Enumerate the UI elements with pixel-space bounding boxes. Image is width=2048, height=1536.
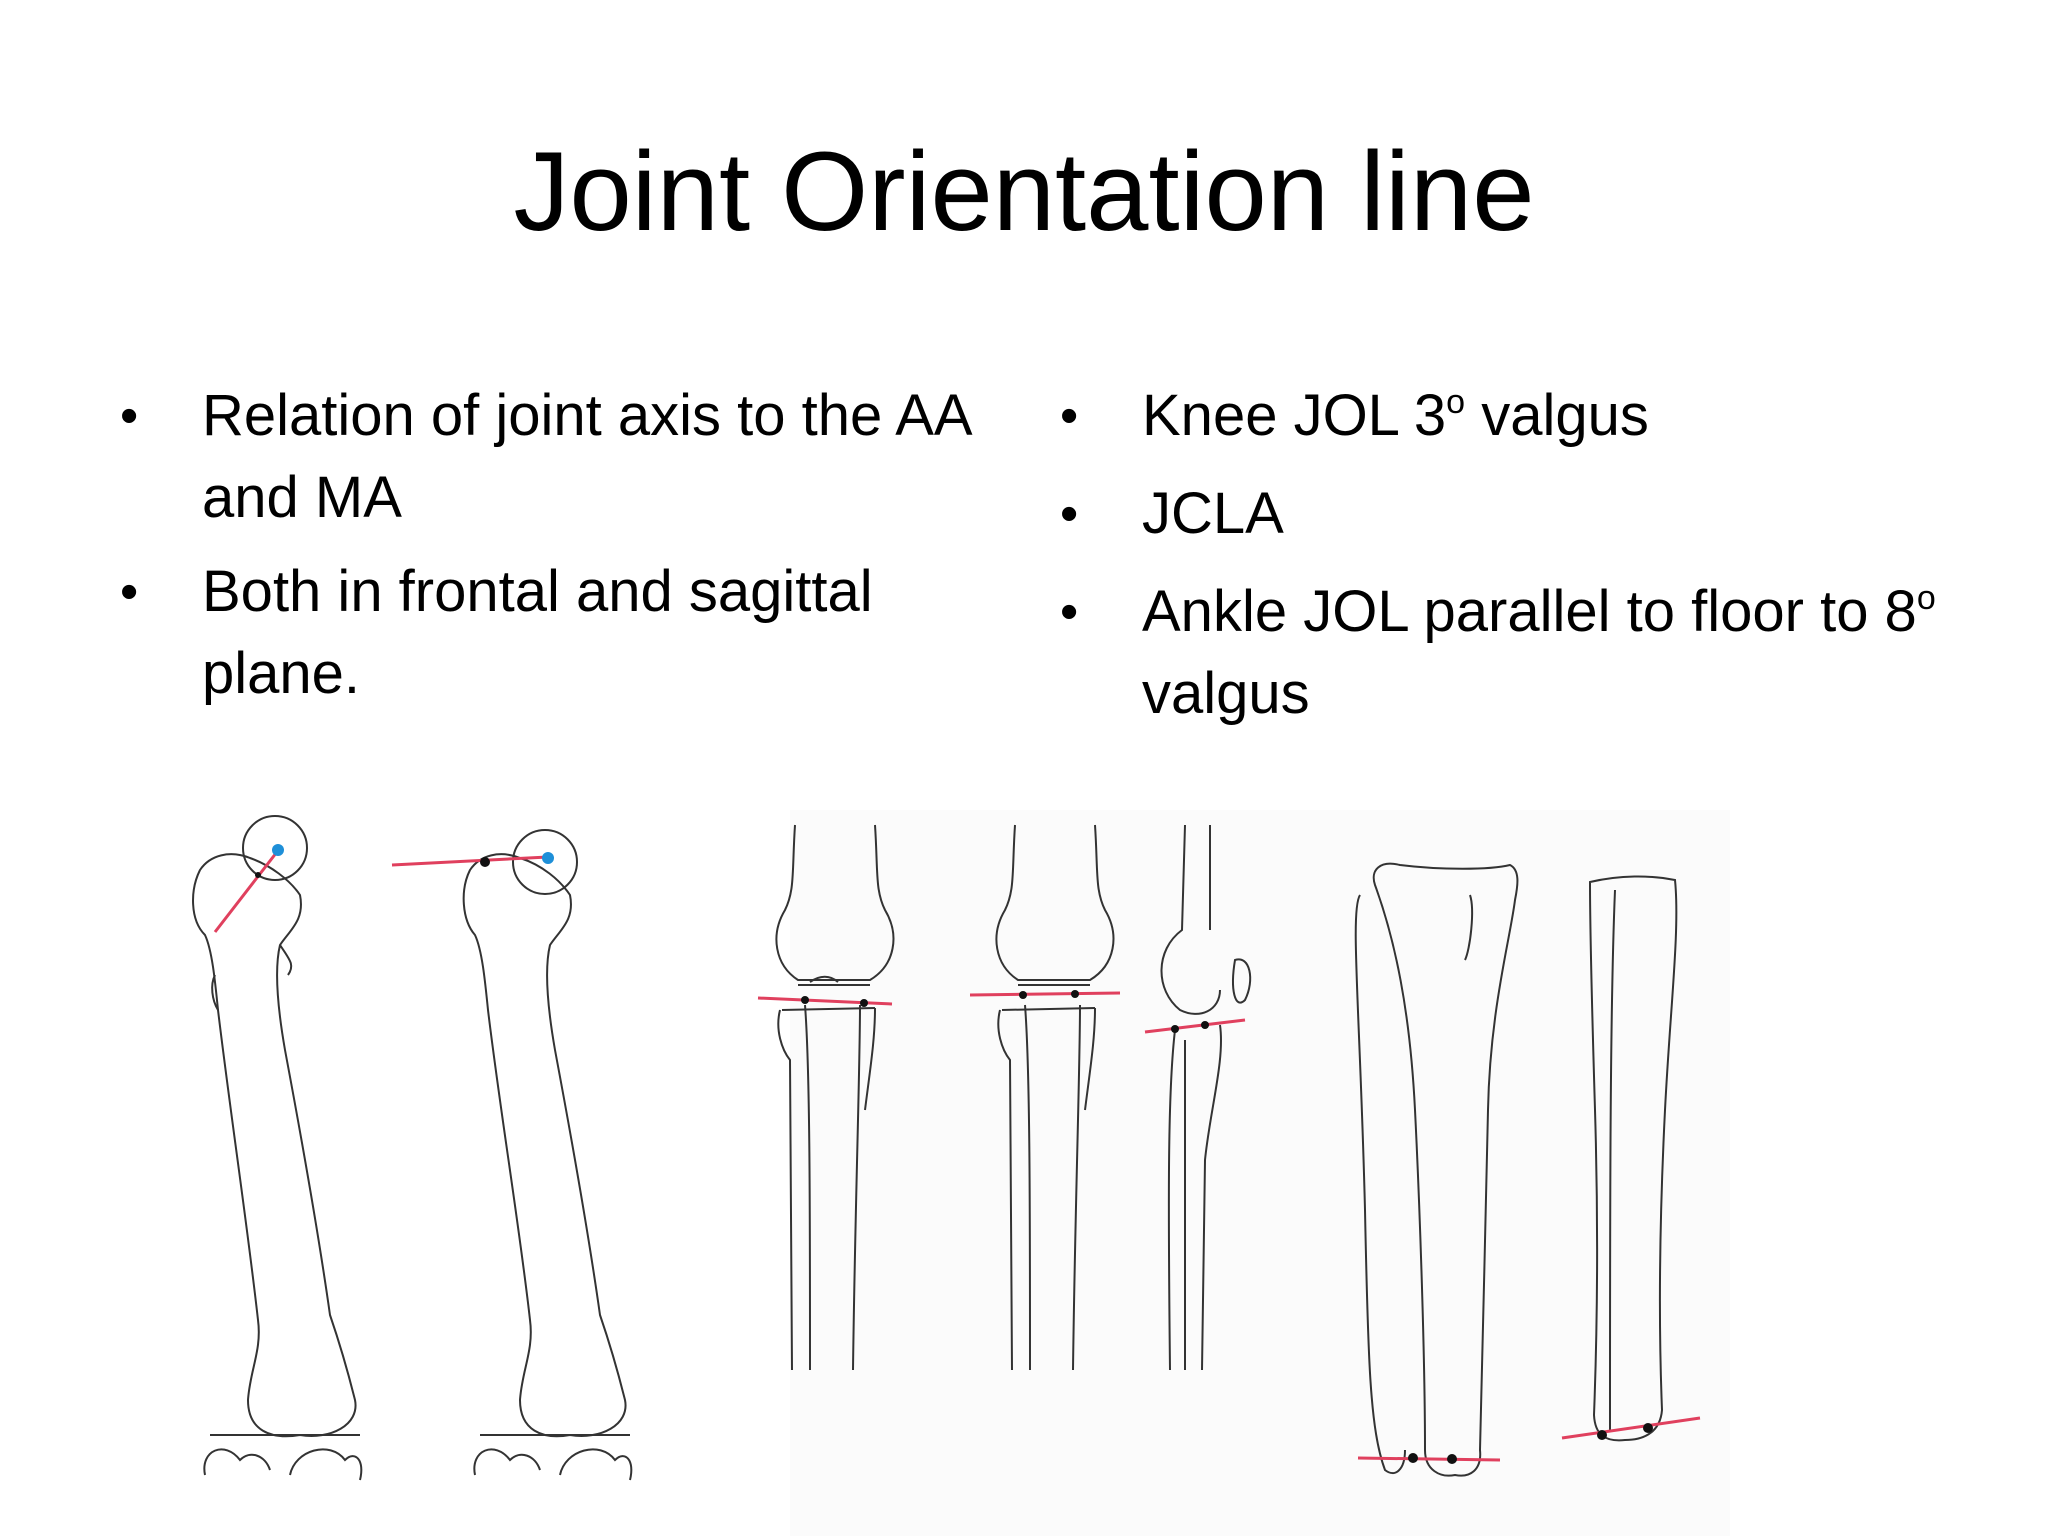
knee-dot	[801, 996, 809, 1004]
diagram-background	[790, 810, 1730, 1536]
bullet-text: valgus	[1142, 661, 1310, 726]
knee-ap	[775, 824, 895, 1371]
femoral-head-center-dot-2	[542, 852, 554, 864]
ankle-dot	[1447, 1454, 1457, 1464]
slide-title: Joint Orientation line	[513, 129, 1535, 254]
ankle-dot	[1597, 1430, 1607, 1440]
ankle-dot	[1643, 1423, 1653, 1433]
knee-jol-line-2	[969, 991, 1121, 997]
femoral-head-center-dot	[272, 844, 284, 856]
bullet-item: Knee JOL 3o valgus	[1060, 375, 2000, 457]
knee-lateral	[1160, 824, 1252, 1371]
bullet-text: Relation of joint axis to the AA and MA	[202, 383, 970, 530]
knee-dot	[1019, 991, 1027, 999]
bullet-text: valgus	[1465, 383, 1649, 448]
bullet-text: Knee JOL 3	[1142, 383, 1447, 448]
bullet-item: Ankle JOL parallel to floor to 8o valgus	[1060, 571, 2000, 735]
hip-jol-line-2	[391, 855, 549, 867]
bullet-text: Both in frontal and sagittal plane.	[202, 559, 873, 706]
femur-ap	[192, 815, 363, 1481]
bullet-item: JCLA	[1060, 473, 2000, 555]
knee-ap-2	[995, 824, 1115, 1371]
bone-diagram	[192, 810, 1730, 1536]
knee-jol-line	[757, 996, 893, 1006]
trochanter-dot-2	[480, 857, 490, 867]
ankle-jol-line	[1357, 1456, 1501, 1462]
bullet-item: Both in frontal and sagittal plane.	[120, 551, 980, 715]
knee-dot	[1071, 990, 1079, 998]
left-bullet-list: Relation of joint axis to the AA and MA …	[120, 375, 980, 727]
bullet-text: JCLA	[1142, 481, 1284, 546]
tibia-lateral	[1588, 875, 1678, 1442]
ankle-lateral-jol-line	[1561, 1416, 1701, 1440]
degree-superscript: o	[1446, 383, 1466, 421]
femur-ap-2	[462, 829, 633, 1481]
joint-orientation-figure	[170, 810, 1730, 1536]
right-bullet-list: Knee JOL 3o valgus JCLA Ankle JOL parall…	[1060, 375, 2000, 751]
tibia-fibula-ap	[1354, 862, 1519, 1477]
ankle-dot	[1408, 1453, 1418, 1463]
bullet-text: Ankle JOL parallel to floor to 8	[1142, 579, 1917, 644]
knee-dot	[1171, 1025, 1179, 1033]
knee-dot	[1201, 1021, 1209, 1029]
hip-jol-line	[213, 847, 282, 933]
degree-superscript: o	[1916, 579, 1936, 617]
trochanter-dot	[255, 872, 261, 878]
bullet-item: Relation of joint axis to the AA and MA	[120, 375, 980, 539]
knee-lateral-jol-line	[1144, 1018, 1246, 1034]
knee-dot	[860, 999, 868, 1007]
